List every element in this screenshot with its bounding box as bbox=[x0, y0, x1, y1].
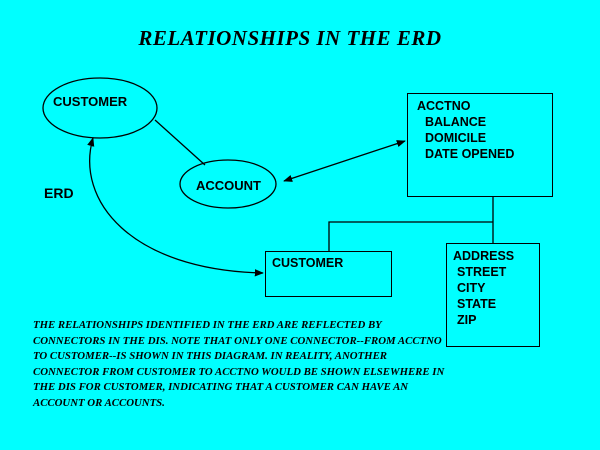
acctno-header: ACCTNO bbox=[417, 99, 471, 113]
acctno-record-box: ACCTNO BALANCE DOMICILE DATE OPENED bbox=[407, 93, 553, 197]
address-field: ZIP bbox=[457, 313, 477, 327]
customer-account-line bbox=[154, 119, 206, 166]
customer-entity-label: CUSTOMER bbox=[53, 94, 128, 109]
address-field: STREET bbox=[457, 265, 507, 279]
account-entity-label: ACCOUNT bbox=[196, 178, 261, 193]
address-header: ADDRESS bbox=[453, 249, 515, 263]
acctno-customer-line bbox=[328, 221, 493, 251]
page-title: RELATIONSHIPS IN THE ERD bbox=[138, 26, 442, 50]
address-field: CITY bbox=[457, 281, 486, 295]
address-record-box: ADDRESS STREET CITY STATE ZIP bbox=[446, 243, 540, 347]
address-field: STATE bbox=[457, 297, 497, 311]
acctno-field: BALANCE bbox=[425, 115, 487, 129]
explanation-note: THE RELATIONSHIPS IDENTIFIED IN THE ERD … bbox=[33, 319, 445, 409]
erd-label: ERD bbox=[44, 185, 74, 201]
customer-record-box: CUSTOMER bbox=[265, 251, 392, 297]
acctno-field: DATE OPENED bbox=[425, 147, 515, 161]
account-acctno-connector bbox=[283, 140, 406, 182]
customer-connector-curve bbox=[87, 137, 264, 277]
acctno-field: DOMICILE bbox=[425, 131, 487, 145]
customer-box-header: CUSTOMER bbox=[272, 256, 344, 270]
